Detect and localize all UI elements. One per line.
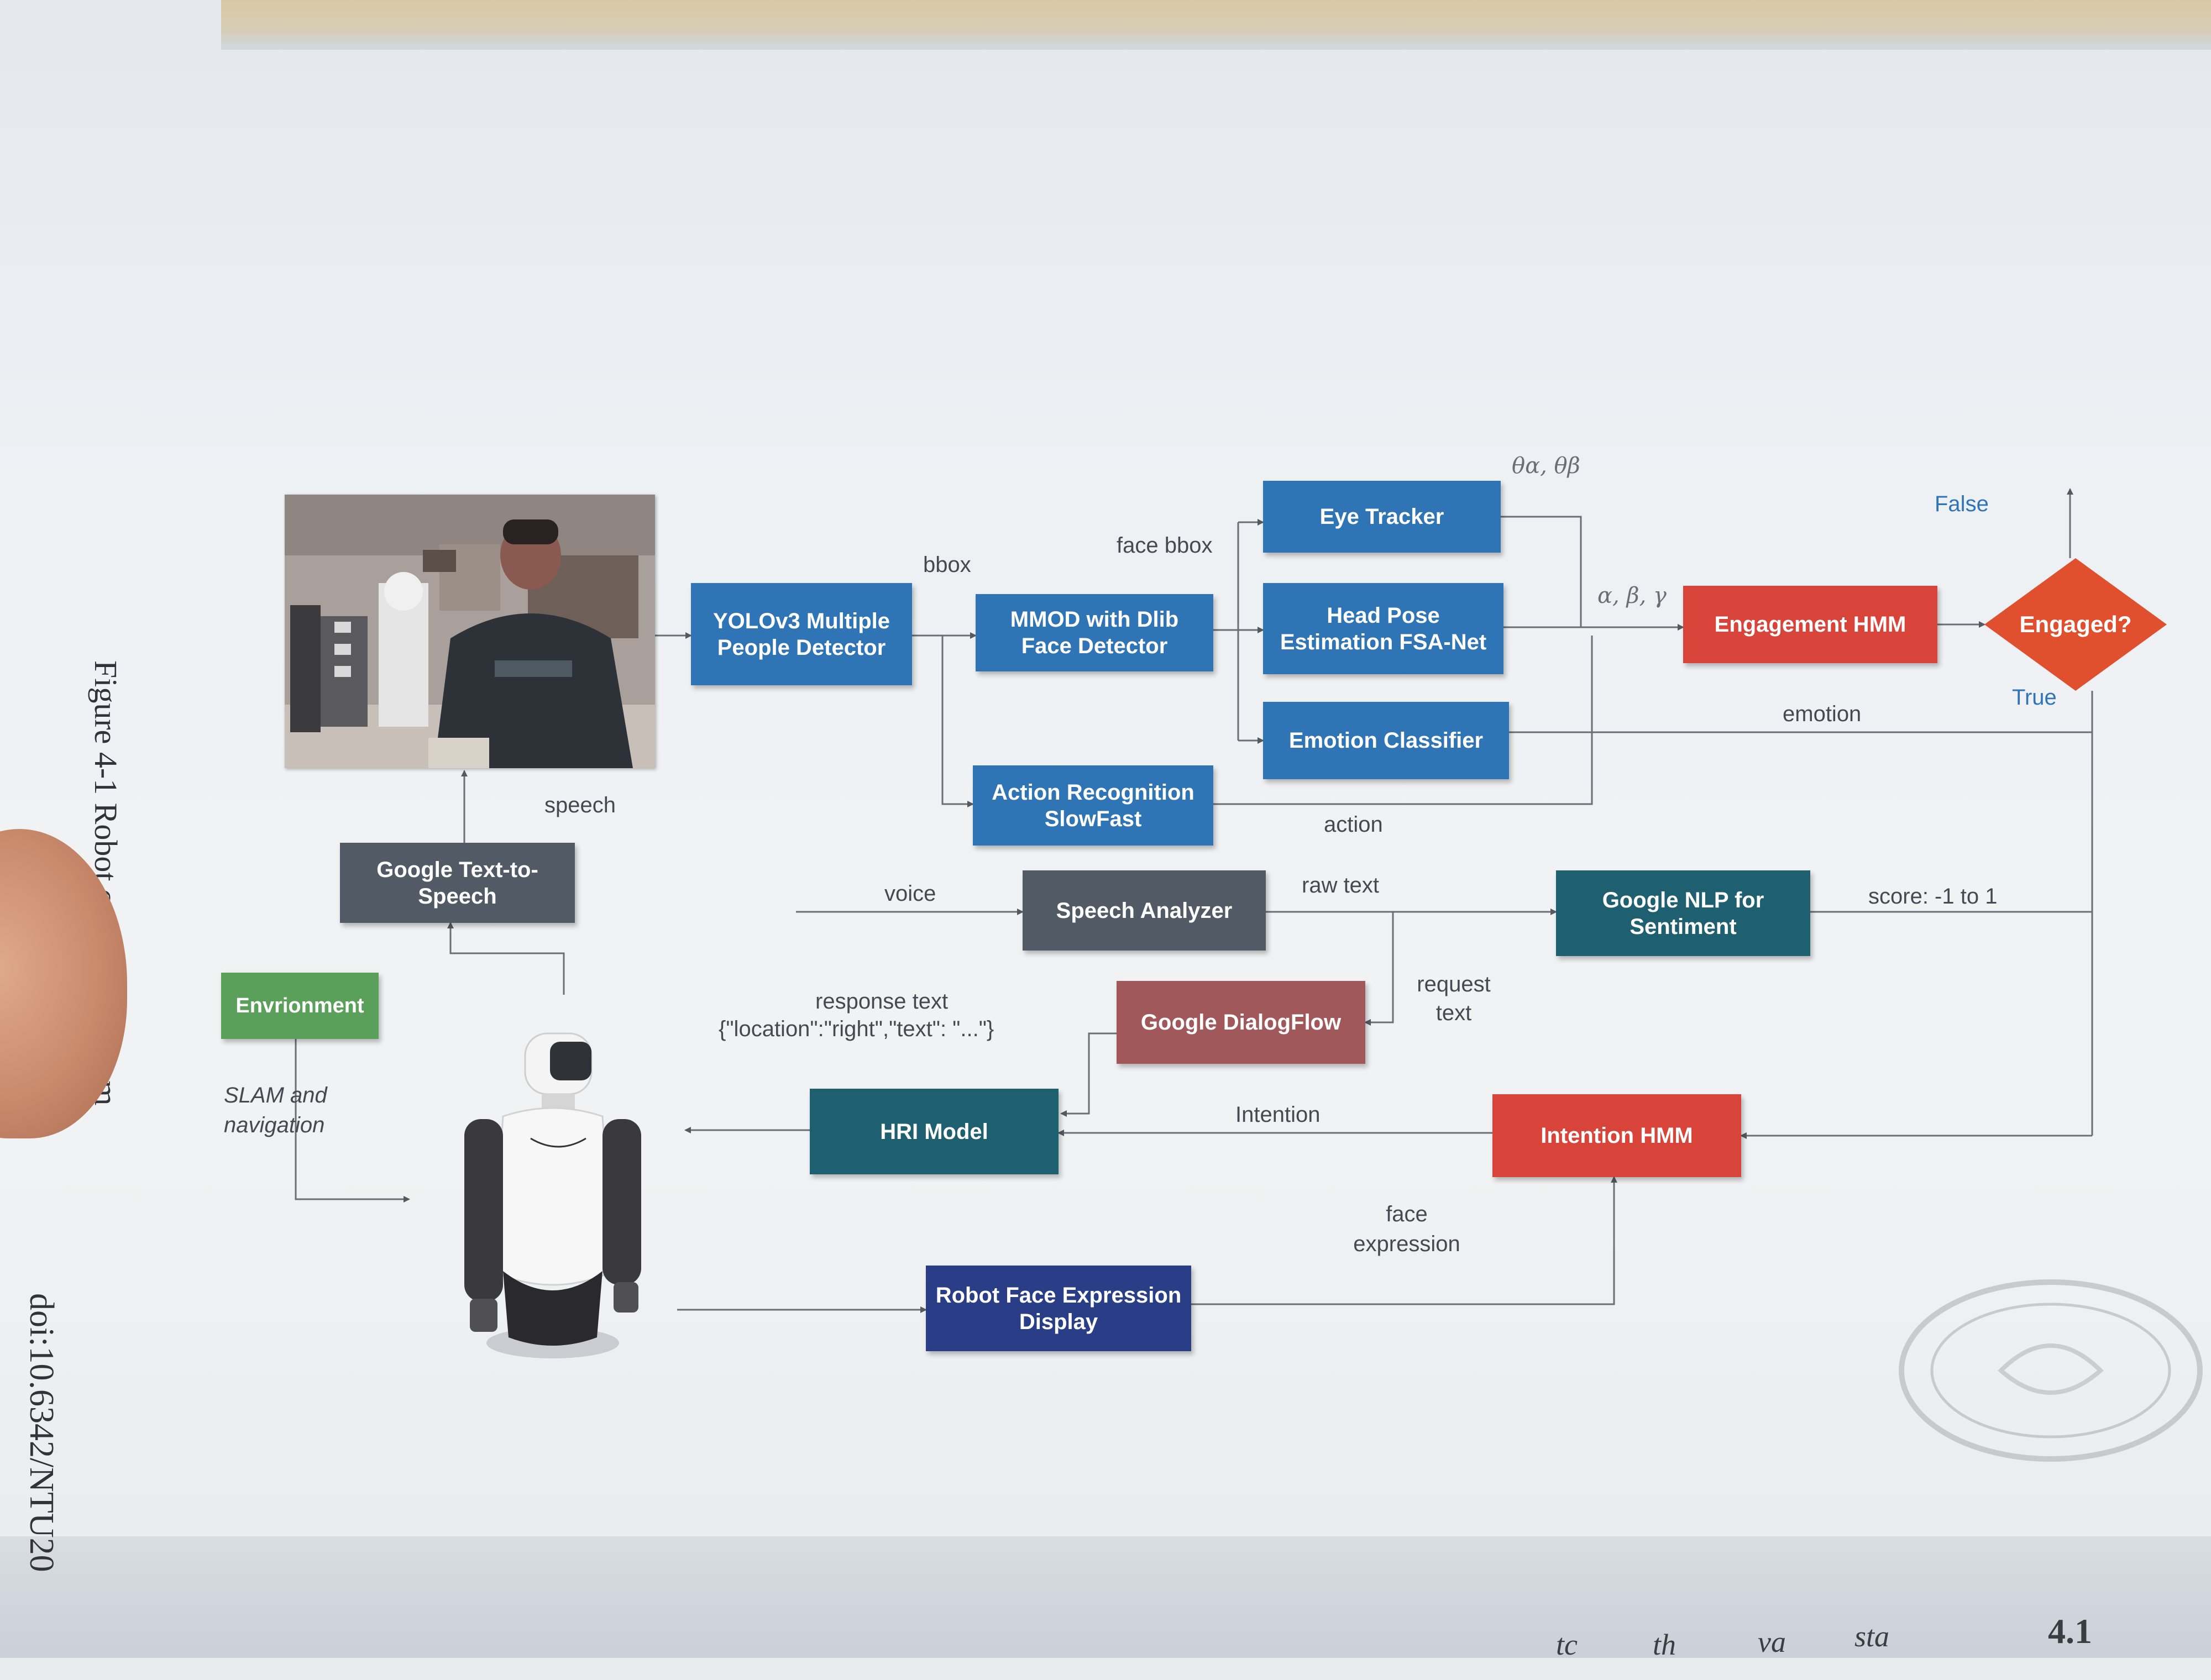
page-edge-fragment-2: th [1653, 1628, 1676, 1661]
edge-label-false: False [1935, 492, 1989, 516]
engagement-hmm-label: Engagement HMM [1714, 612, 1906, 637]
google-tts-label: Google Text-to-Speech [376, 857, 538, 909]
page-bottom-edge [0, 1536, 2211, 1658]
engaged-decision-label: Engaged? [2019, 611, 2132, 637]
hri-model-box: HRI Model [810, 1089, 1059, 1174]
emotion-classifier-box: Emotion Classifier [1263, 702, 1509, 779]
page-edge-fragment-5: 4.1 [2048, 1611, 2092, 1651]
edge-yolo-to-action [941, 636, 974, 807]
edge-robot-to-tts [447, 922, 565, 995]
edge-label-action: action [1324, 812, 1383, 837]
eye-tracker-box: Eye Tracker [1263, 481, 1501, 553]
edge-label-alpha-beta-gamma: α, β, γ [1597, 583, 1667, 608]
university-seal-icon [1899, 1279, 2203, 1462]
action-recognition-label: Action Recognition SlowFast [992, 780, 1194, 831]
engaged-decision-diamond [1984, 558, 2167, 691]
edge-label-score: score: -1 to 1 [1868, 884, 1998, 909]
edge-label-raw-text: raw text [1302, 873, 1380, 897]
speech-analyzer-box: Speech Analyzer [1023, 870, 1266, 951]
edge-rawtext-to-dialogflow [1364, 912, 1394, 1026]
edge-label-intention: Intention [1235, 1102, 1321, 1127]
head-pose-label: Head Pose Estimation FSA-Net [1280, 603, 1487, 654]
robot-illustration [464, 1032, 641, 1358]
edge-label-face-bbox: face bbox [1117, 533, 1213, 558]
hri-model-label: HRI Model [880, 1119, 988, 1144]
edge-label-speech: speech [544, 793, 616, 817]
page-top-edge [221, 0, 2211, 50]
edge-label-response-json: {"location":"right","text": "..."} [719, 1017, 994, 1041]
google-nlp-box: Google NLP for Sentiment [1556, 870, 1810, 956]
environment-label: Envrionment [235, 994, 364, 1017]
edge-env-to-robot [295, 1039, 410, 1203]
intention-hmm-label: Intention HMM [1541, 1124, 1693, 1148]
robot-face-display-label: Robot Face Expression Display [935, 1283, 1182, 1334]
edge-label-true: True [2012, 685, 2057, 710]
page-edge-fragment-1: tc [1556, 1628, 1578, 1661]
person-camera-photo [285, 495, 655, 768]
mmod-face-detector-box: MMOD with Dlib Face Detector [976, 594, 1213, 671]
mmod-face-detector-label: MMOD with Dlib Face Detector [1010, 607, 1179, 658]
edge-label-theta: θα, θβ [1512, 453, 1580, 479]
yolo-detector-box: YOLOv3 Multiple People Detector [691, 583, 912, 685]
engagement-hmm-box: Engagement HMM [1683, 586, 1937, 663]
intention-hmm-box: Intention HMM [1492, 1094, 1741, 1177]
edge-label-face-expression: face expression [1353, 1202, 1460, 1256]
person-photo-illustration [285, 495, 655, 768]
page-edge-fragment-4: sta [1854, 1620, 1890, 1653]
google-dialogflow-label: Google DialogFlow [1140, 1010, 1342, 1035]
speech-analyzer-label: Speech Analyzer [1056, 898, 1233, 923]
google-dialogflow-box: Google DialogFlow [1117, 981, 1365, 1064]
eye-tracker-label: Eye Tracker [1319, 505, 1444, 529]
yolo-detector-label: YOLOv3 Multiple People Detector [712, 608, 890, 660]
doi-text: doi:10.6342/NTU20 [23, 1293, 60, 1572]
edge-eye-out [1501, 516, 1582, 627]
edge-label-emotion: emotion [1783, 702, 1862, 726]
edge-label-slam: SLAM and navigation [224, 1083, 327, 1137]
google-tts-box: Google Text-to-Speech [340, 843, 575, 923]
google-nlp-label: Google NLP for Sentiment [1602, 888, 1764, 939]
environment-box: Envrionment [221, 973, 379, 1039]
edge-action-out [1213, 636, 1593, 805]
robot-face-display-box: Robot Face Expression Display [926, 1266, 1191, 1351]
emotion-classifier-label: Emotion Classifier [1288, 728, 1484, 753]
page-edge-fragment-3: va [1758, 1625, 1786, 1658]
edge-dialogflow-to-hri [1060, 1032, 1117, 1117]
edge-face-display-to-intention [1191, 1176, 1617, 1305]
edge-label-voice: voice [884, 881, 936, 906]
edge-label-response-text: response text [815, 989, 949, 1014]
action-recognition-box: Action Recognition SlowFast [973, 765, 1213, 846]
edge-label-bbox: bbox [923, 553, 971, 577]
edge-label-request-text: request text [1417, 972, 1491, 1025]
head-pose-box: Head Pose Estimation FSA-Net [1263, 583, 1503, 674]
